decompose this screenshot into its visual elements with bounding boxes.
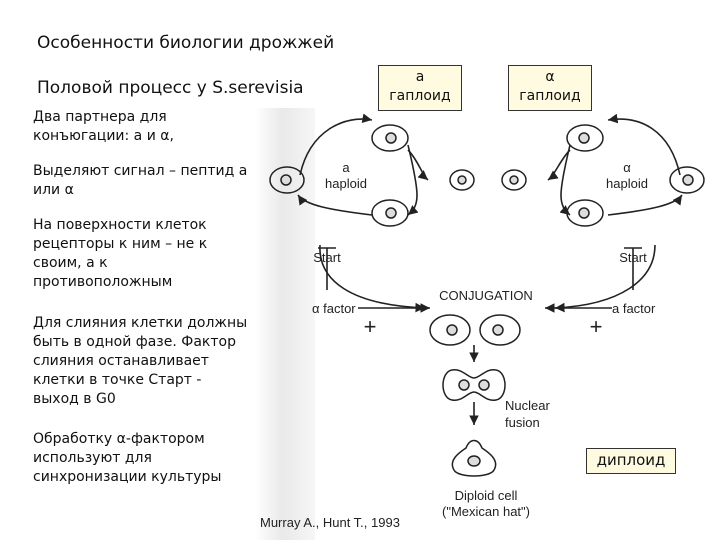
- alpha-cell-middle: [501, 169, 527, 191]
- plus-right: +: [590, 314, 603, 339]
- note-receptors: На поверхности клеток рецепторы к ним – …: [33, 217, 208, 290]
- alpha-cell-haploid: [669, 166, 705, 194]
- conjugation-label: CONJUGATION: [439, 288, 533, 303]
- right-cycle-down-arrow: [547, 149, 571, 181]
- conjugating-cell-right: [479, 314, 521, 346]
- note-partners: Два партнера для конъюгации: а и α,: [33, 109, 174, 144]
- left-cycle-top-arrow: [299, 113, 373, 176]
- a-factor-label: a factor: [612, 301, 656, 316]
- start-left-label: Start: [313, 250, 341, 265]
- start-right-bar: [624, 247, 642, 290]
- alpha-factor-label: α factor: [312, 301, 356, 316]
- alpha-cell-top: [566, 124, 604, 152]
- a-cell-top: [371, 124, 409, 152]
- left-cycle-bottom-arrow: [297, 194, 373, 216]
- a-haploid-tag: a гаплоид: [378, 65, 462, 111]
- diploid-cell-label: Diploid cell: [455, 488, 518, 503]
- a-haploid-label: a: [342, 160, 350, 175]
- diploid-cell: [451, 439, 497, 477]
- note-synchronization: Обработку α-фактором используют для синх…: [33, 431, 222, 485]
- alpha-haploid-tag: α гаплоид: [508, 65, 592, 111]
- page-subtitle: Половой процесс у S.serevisia: [37, 78, 304, 98]
- alpha-haploid-sublabel: haploid: [606, 176, 648, 191]
- left-cycle-to-conjugation-arrow: [319, 244, 426, 313]
- a-cell-haploid: [269, 166, 305, 194]
- left-cycle-right-arrow: [407, 144, 419, 216]
- right-cycle-top-arrow: [607, 113, 681, 176]
- note-fusion-phase: Для слияния клетки должны быть в одной ф…: [33, 315, 248, 407]
- fusion-label: fusion: [505, 415, 540, 430]
- alpha-haploid-label: α: [623, 160, 631, 175]
- page-title: Особенности биологии дрожжей: [37, 33, 335, 53]
- start-left-bar: [318, 247, 336, 290]
- zygote-cell: [442, 369, 506, 401]
- nuclear-label: Nuclear: [505, 398, 550, 413]
- diploid-tag: диплоид: [586, 448, 676, 474]
- a-cell-bottom: [371, 199, 409, 227]
- a-haploid-sublabel: haploid: [325, 176, 367, 191]
- start-right-label: Start: [619, 250, 647, 265]
- conjugating-cell-left: [429, 314, 471, 346]
- citation: Murray A., Hunt T., 1993: [260, 515, 400, 530]
- right-cycle-to-conjugation-arrow: [554, 244, 656, 313]
- a-cell-middle: [449, 169, 475, 191]
- mexican-hat-label: ("Mexican hat"): [442, 504, 530, 519]
- alpha-cell-bottom: [566, 199, 604, 227]
- note-signal: Выделяют сигнал – пептид а или α: [33, 163, 248, 198]
- right-cycle-bottom-arrow: [607, 194, 683, 216]
- plus-left: +: [364, 314, 377, 339]
